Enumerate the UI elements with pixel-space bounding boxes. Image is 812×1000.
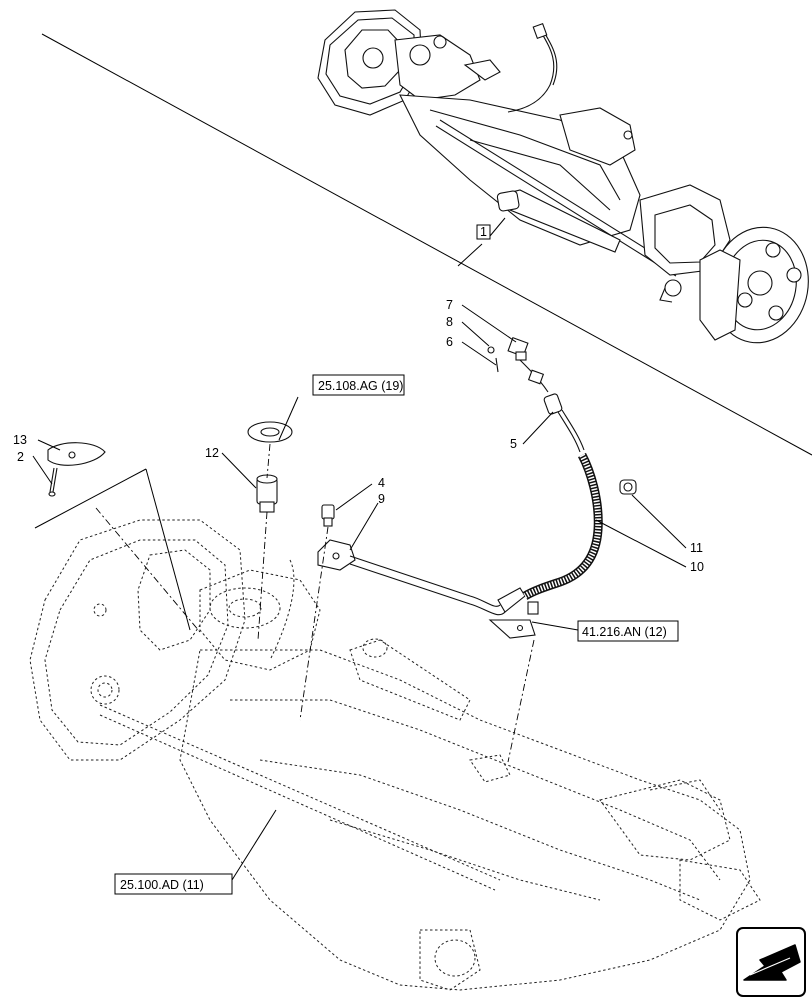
washer-ring (247, 421, 293, 443)
callout-5: 5 (510, 437, 517, 451)
callout-13: 13 (13, 433, 27, 447)
callout-12: 12 (205, 446, 219, 460)
ref-41-216-label: 41.216.AN (12) (582, 625, 667, 639)
callout-8: 8 (446, 315, 453, 329)
ref-25-108-label: 25.108.AG (19) (318, 379, 403, 393)
callout-1: 1 (480, 225, 487, 239)
part-13-cover (47, 442, 106, 466)
part-7-connector (507, 336, 529, 361)
callout-2: 2 (17, 450, 24, 464)
ref-41-216-box (577, 620, 679, 642)
callout-1-box (476, 224, 491, 240)
callout-6: 6 (446, 335, 453, 349)
section-lines (34, 33, 812, 529)
arrow-down-left-icon[interactable] (736, 927, 806, 997)
part-5-cable (519, 359, 585, 453)
callout-11: 11 (690, 541, 703, 555)
part-9-pipe (317, 539, 539, 639)
callout-9: 9 (378, 492, 385, 506)
axle-assembly-ghost (29, 519, 761, 991)
part-2-screw (48, 467, 58, 497)
part-8-washer (487, 346, 495, 354)
axle-assembly-overview (317, 9, 809, 344)
ref-25-100-box (114, 873, 233, 895)
assembly-center-lines (95, 443, 535, 763)
callout-7: 7 (446, 298, 453, 312)
reference-boxes: 25.108.AG (19) 41.216.AN (12) 25.100.AD … (114, 374, 679, 895)
part-4-bolt (321, 504, 335, 527)
callout-10: 10 (690, 560, 704, 574)
ref-25-108-box (312, 374, 405, 396)
ref-25-100-label: 25.100.AD (11) (120, 878, 204, 892)
leader-lines (32, 217, 687, 881)
callout-4: 4 (378, 476, 385, 490)
part-10-hose (522, 452, 603, 600)
part-12-sensor (256, 474, 278, 513)
part-6-pin (495, 357, 499, 373)
part-11-clip (619, 479, 637, 495)
callout-labels: 1 13 2 12 4 9 7 8 6 5 11 10 (13, 224, 704, 574)
